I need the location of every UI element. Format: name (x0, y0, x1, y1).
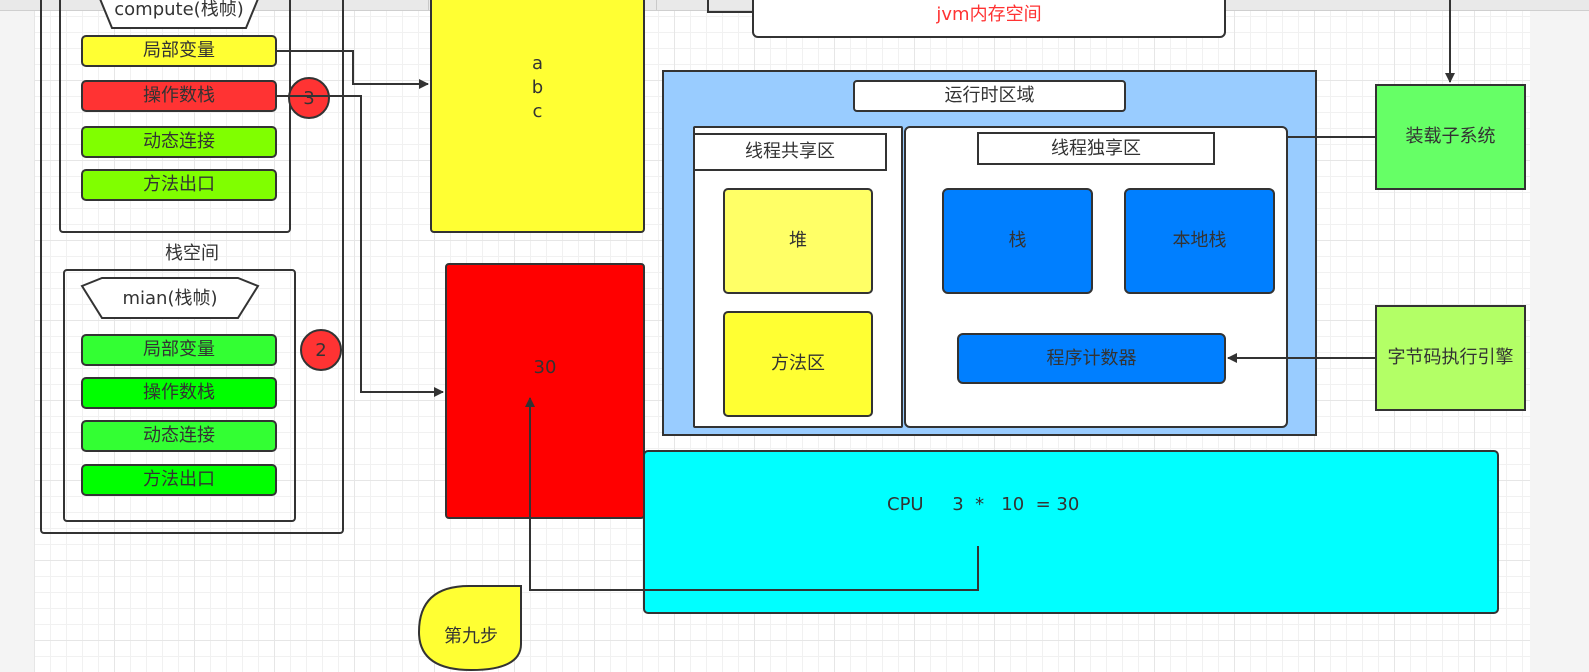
method-area-block[interactable]: 方法区 (723, 311, 873, 417)
connector-top-frame (707, 0, 752, 13)
compute-frame-title: compute(栈帧) (114, 0, 244, 20)
main-frame-title: mian(栈帧) (122, 288, 218, 309)
main-step-marker[interactable]: 2 (300, 329, 342, 371)
stack-space-label: 栈空间 (165, 243, 219, 264)
compute-local-variables-label: 局部变量 (143, 40, 215, 62)
cpu-block[interactable]: CPU 3 * 10 = 30 (643, 450, 1499, 614)
compute-step-marker-label: 3 (303, 87, 315, 109)
main-method-exit[interactable]: 方法出口 (81, 464, 277, 496)
value-b: b (531, 77, 544, 98)
native-stack-label: 本地栈 (1172, 230, 1227, 252)
compute-frame[interactable] (59, 0, 291, 233)
compute-local-variables[interactable]: 局部变量 (81, 35, 277, 67)
compute-method-exit-label: 方法出口 (143, 174, 215, 196)
value-a: a (531, 53, 544, 74)
runtime-area-title[interactable]: 运行时区域 (853, 80, 1126, 112)
compute-operand-stack[interactable]: 操作数栈 (81, 80, 277, 112)
main-operand-stack[interactable]: 操作数栈 (81, 377, 277, 409)
program-counter-block[interactable]: 程序计数器 (957, 333, 1226, 384)
operand-value-label: 30 (533, 357, 557, 379)
operand-value-box[interactable]: 30 (445, 263, 645, 519)
main-method-exit-label: 方法出口 (143, 469, 215, 491)
step-nine-shape (417, 585, 522, 672)
main-operand-stack-label: 操作数栈 (143, 382, 215, 404)
thread-private-title[interactable]: 线程独享区 (977, 132, 1215, 165)
thread-shared-title-label: 线程共享区 (745, 141, 835, 163)
class-loader-label: 装载子系统 (1405, 126, 1496, 148)
main-dynamic-linking[interactable]: 动态连接 (81, 420, 277, 452)
runtime-area-title-label: 运行时区域 (944, 85, 1035, 107)
main-local-variables[interactable]: 局部变量 (81, 334, 277, 366)
compute-operand-stack-label: 操作数栈 (143, 85, 215, 107)
native-stack-block[interactable]: 本地栈 (1124, 188, 1275, 294)
class-loader-subsystem[interactable]: 装载子系统 (1375, 84, 1526, 190)
compute-frame-title-shape (99, 0, 259, 29)
connector-operand-stack-to-value (277, 95, 444, 397)
connector-cpu-to-value (525, 397, 979, 591)
connector-local-vars-to-values (277, 50, 429, 89)
bytecode-engine-label: 字节码执行引擎 (1387, 347, 1514, 369)
program-counter-label: 程序计数器 (1046, 347, 1137, 369)
stack-block-label: 栈 (1008, 230, 1027, 252)
thread-private-title-label: 线程独享区 (1051, 137, 1141, 159)
main-dynamic-linking-label: 动态连接 (143, 425, 215, 447)
main-step-marker-label: 2 (315, 339, 327, 361)
thread-shared-title[interactable]: 线程共享区 (693, 133, 887, 171)
step-nine-label: 第九步 (444, 626, 498, 647)
local-variable-values-box[interactable]: a b c (430, 0, 645, 233)
value-c: c (532, 101, 543, 122)
stack-block[interactable]: 栈 (942, 188, 1093, 294)
main-frame-title-shape (80, 277, 260, 319)
main-frame[interactable] (63, 269, 296, 522)
compute-method-exit[interactable]: 方法出口 (81, 169, 277, 201)
bytecode-execution-engine[interactable]: 字节码执行引擎 (1375, 305, 1526, 411)
stack-outer-container[interactable] (40, 0, 344, 534)
toolbar-separator (428, 0, 429, 10)
jvm-memory-frame[interactable]: jvm内存空间 (752, 0, 1226, 38)
toolbar-separator (656, 0, 657, 10)
method-area-label: 方法区 (771, 353, 825, 375)
heap-label: 堆 (789, 230, 807, 252)
heap-block[interactable]: 堆 (723, 188, 873, 294)
jvm-memory-label: jvm内存空间 (936, 4, 1042, 26)
main-local-variables-label: 局部变量 (143, 339, 215, 361)
compute-step-marker[interactable]: 3 (288, 77, 330, 119)
compute-dynamic-linking[interactable]: 动态连接 (81, 126, 277, 158)
compute-dynamic-linking-label: 动态连接 (143, 131, 215, 153)
cpu-label: CPU 3 * 10 = 30 (887, 494, 1080, 515)
